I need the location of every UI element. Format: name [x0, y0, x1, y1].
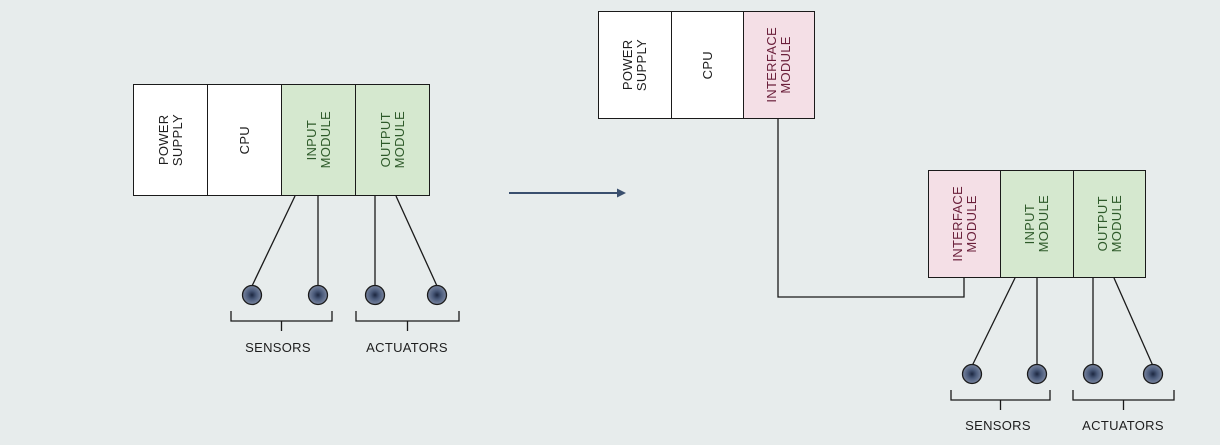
right-sensors-label: SENSORS: [965, 418, 1031, 433]
left-actuator-1-icon: [364, 284, 386, 306]
left-actuators-bracket: [355, 311, 460, 331]
left-sensors-label: SENSORS: [245, 340, 311, 355]
left-cpu-label: CPU: [236, 125, 252, 155]
right-actuator-1-icon: [1082, 363, 1104, 385]
remote-output-module: OUTPUT MODULE: [1073, 170, 1146, 278]
right-cpu-label: CPU: [699, 50, 715, 80]
left-actuator-2-icon: [426, 284, 448, 306]
left-input-module-label: INPUT MODULE: [303, 111, 333, 169]
left-sensor-1-icon: [241, 284, 263, 306]
left-actuators-label: ACTUATORS: [366, 340, 448, 355]
remote-input-module-label: INPUT MODULE: [1022, 195, 1051, 253]
remote-input-module: INPUT MODULE: [1000, 170, 1074, 278]
left-wiring: [251, 195, 438, 287]
right-actuators-label: ACTUATORS: [1082, 418, 1164, 433]
right-sensor-2-icon: [1026, 363, 1048, 385]
left-power-supply-label: POWER SUPPLY: [155, 113, 185, 167]
right-sensor-1-icon: [961, 363, 983, 385]
remote-output-module-label: OUTPUT MODULE: [1094, 195, 1124, 253]
right-actuators-bracket: [1072, 390, 1175, 410]
left-output-module-label: OUTPUT MODULE: [377, 111, 407, 169]
left-input-module: INPUT MODULE: [281, 84, 356, 196]
left-output-module: OUTPUT MODULE: [355, 84, 430, 196]
right-power-supply-label: POWER SUPPLY: [620, 38, 649, 92]
right-power-supply-module: POWER SUPPLY: [598, 11, 672, 119]
remote-interface-label: INTERFACE MODULE: [949, 186, 979, 262]
interface-link-cable: [777, 119, 965, 298]
right-sensors-bracket: [950, 390, 1051, 410]
left-cpu-module: CPU: [207, 84, 282, 196]
right-wiring: [971, 277, 1154, 367]
right-main-interface-label: INTERFACE MODULE: [764, 27, 793, 103]
right-cpu-module: CPU: [671, 11, 744, 119]
left-sensors-bracket: [230, 311, 333, 331]
transition-arrow: [509, 188, 626, 198]
right-main-interface-module: INTERFACE MODULE: [743, 11, 815, 119]
right-actuator-2-icon: [1142, 363, 1164, 385]
left-power-supply-module: POWER SUPPLY: [133, 84, 208, 196]
remote-interface-module: INTERFACE MODULE: [928, 170, 1001, 278]
left-sensor-2-icon: [307, 284, 329, 306]
